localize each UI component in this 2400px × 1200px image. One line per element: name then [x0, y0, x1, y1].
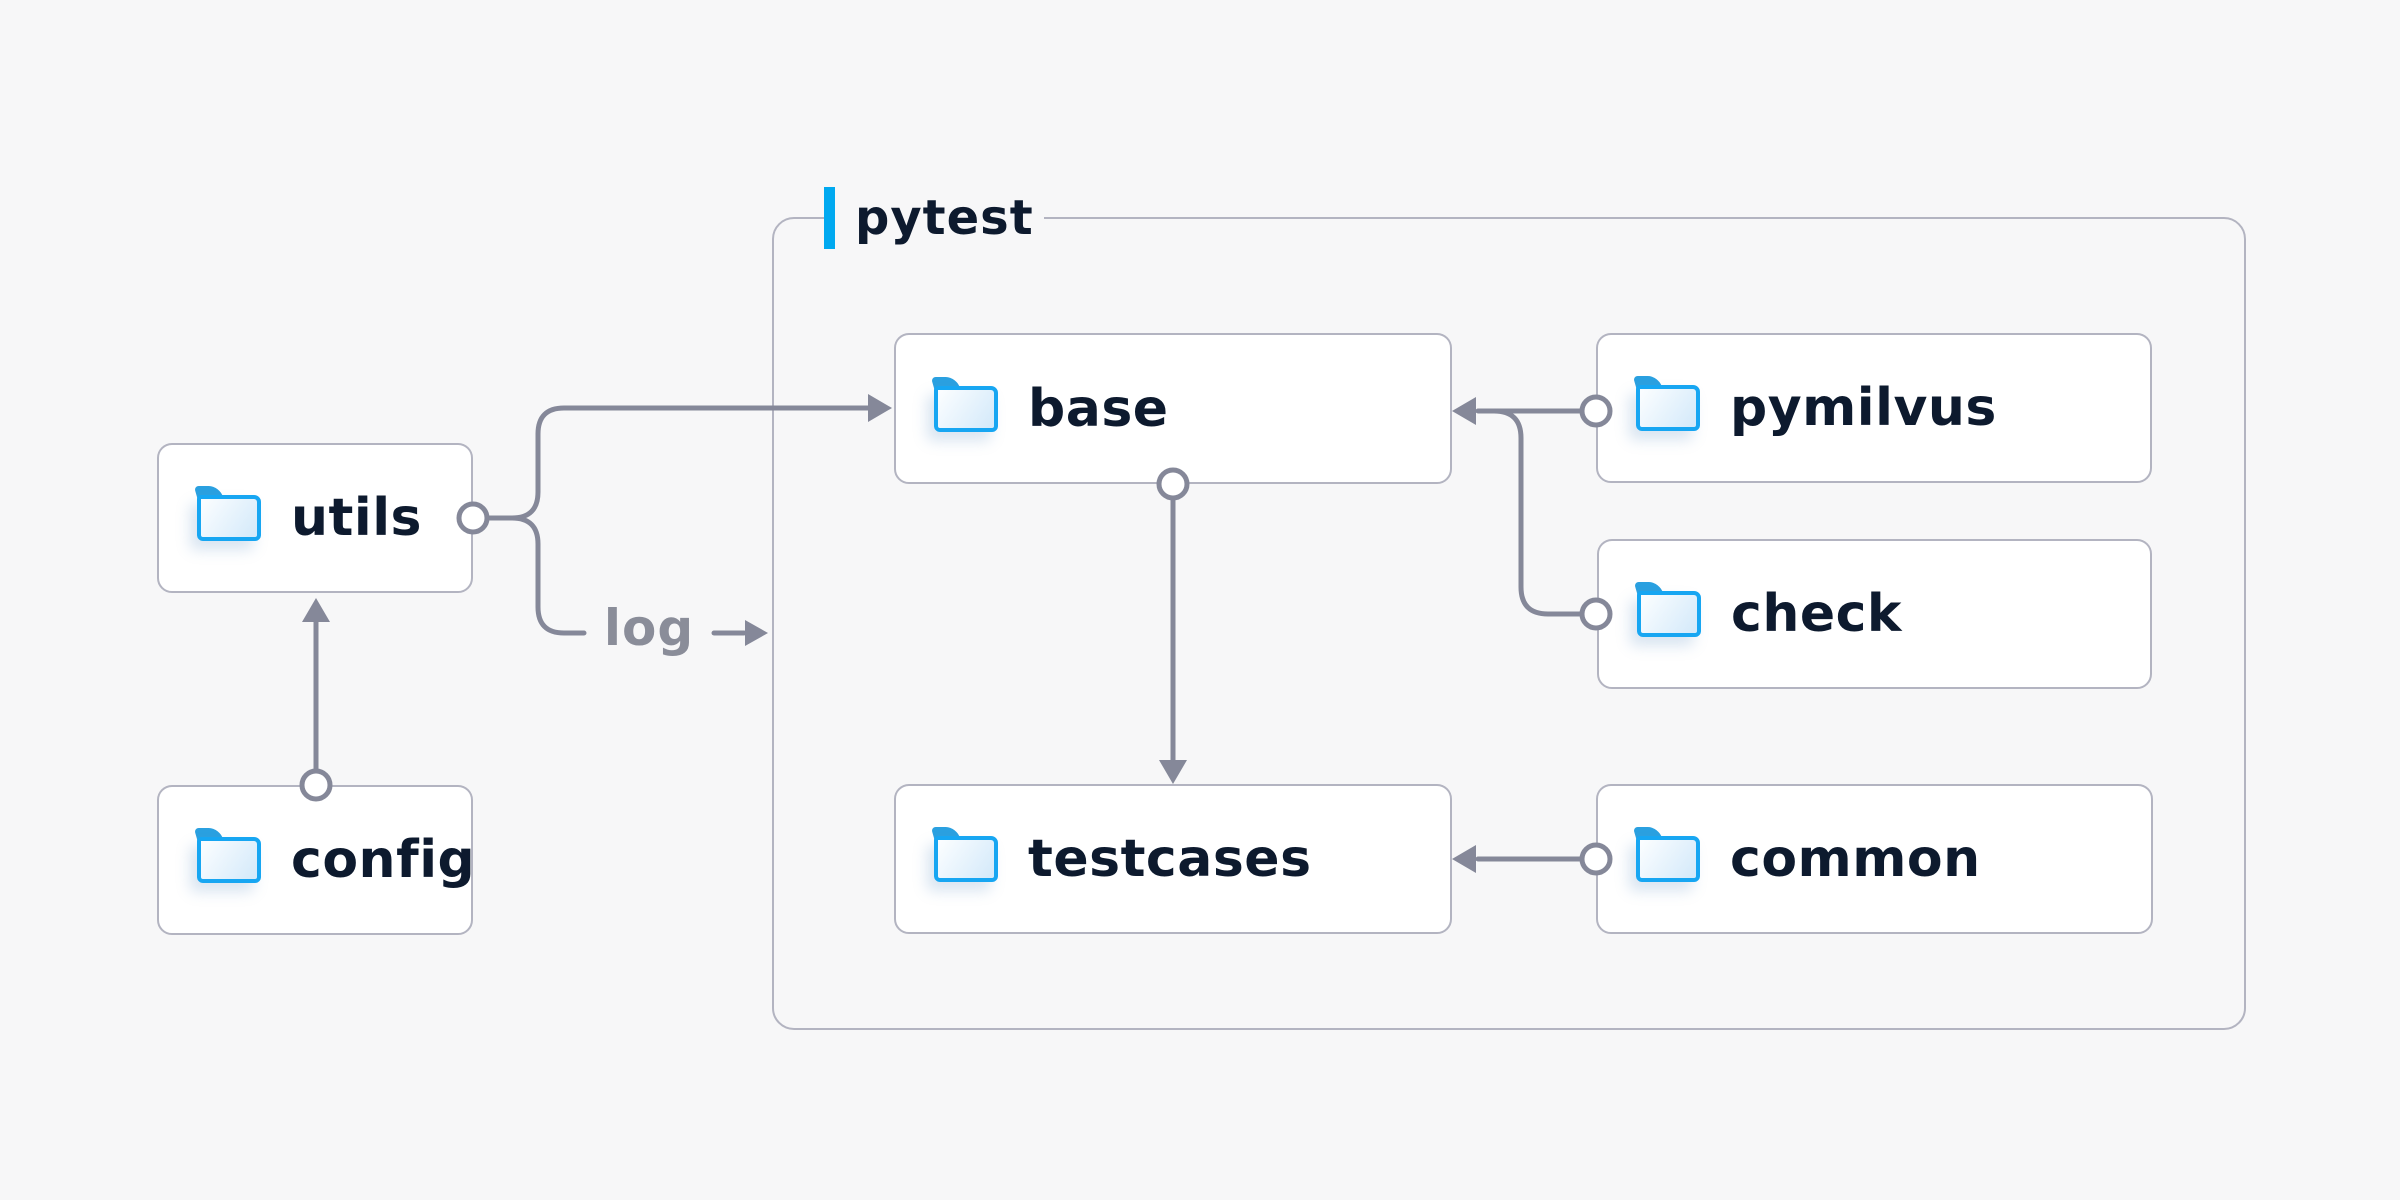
edge-utils-to-log	[509, 515, 587, 636]
node-common: common	[1596, 784, 2153, 934]
arrowhead-log	[745, 620, 768, 646]
node-pymilvus: pymilvus	[1596, 333, 2152, 483]
node-common-label: common	[1730, 829, 1981, 889]
accent-bar-icon	[824, 187, 835, 249]
group-pytest: pytest	[772, 185, 2246, 1030]
edge-label-log: log	[603, 599, 695, 657]
arrowhead-into-utils-bottom	[302, 598, 330, 622]
node-testcases-label: testcases	[1028, 829, 1312, 889]
folder-icon	[930, 827, 998, 882]
folder-icon	[1632, 827, 1700, 882]
folder-icon	[193, 828, 261, 883]
node-check: check	[1597, 539, 2152, 689]
folder-icon	[1633, 582, 1701, 637]
node-base-label: base	[1028, 378, 1169, 439]
node-utils: utils	[157, 443, 473, 593]
folder-icon	[193, 486, 261, 541]
folder-icon	[930, 376, 998, 432]
node-check-label: check	[1731, 584, 1903, 644]
node-config: config	[157, 785, 476, 935]
node-pymilvus-label: pymilvus	[1730, 378, 1997, 438]
node-config-label: config	[291, 830, 476, 890]
node-base: base	[894, 333, 1452, 484]
group-pytest-label: pytest	[824, 185, 1044, 251]
node-testcases: testcases	[894, 784, 1452, 934]
group-pytest-title: pytest	[855, 190, 1034, 246]
folder-icon	[1632, 376, 1700, 431]
node-utils-label: utils	[291, 488, 422, 548]
